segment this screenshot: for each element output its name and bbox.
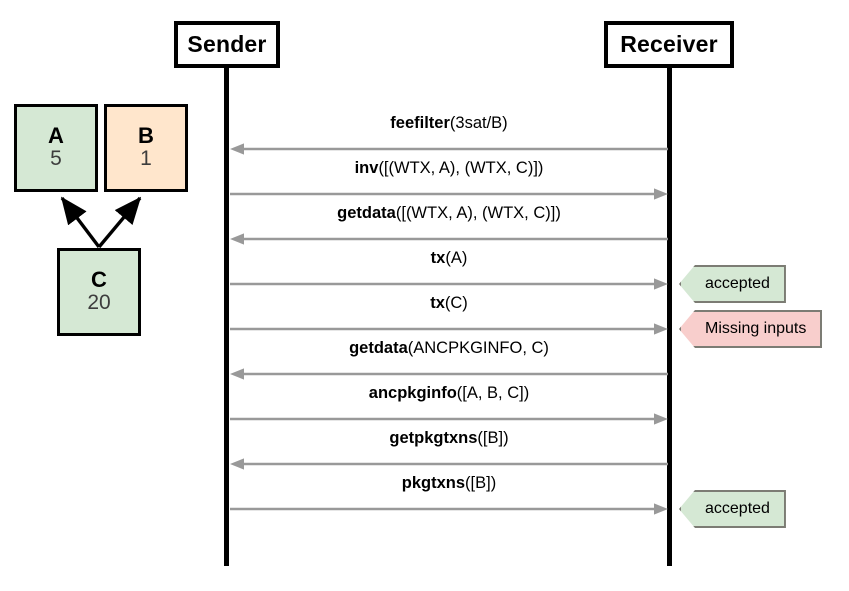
message-row-getdata: getdata(ANCPKGINFO, C): [230, 339, 668, 384]
message-arrow-getdata: [230, 367, 668, 381]
message-arrow-getpkgtxns: [230, 457, 668, 471]
message-label-getdata: getdata([(WTX, A), (WTX, C)]): [337, 204, 561, 222]
message-arrow-feefilter: [230, 142, 668, 156]
message-arrow-ancpkginfo: [230, 412, 668, 426]
transaction-node-a-name: A: [48, 123, 64, 149]
lifeline-sender: [224, 68, 229, 566]
status-badge-label: Missing inputs: [705, 320, 807, 337]
message-label-feefilter: feefilter(3sat/B): [390, 114, 508, 132]
message-label-ancpkginfo: ancpkginfo([A, B, C]): [368, 384, 530, 402]
status-badge-accepted: accepted: [679, 490, 786, 528]
status-badge-label: accepted: [705, 275, 770, 292]
transaction-node-a-value: 5: [50, 147, 62, 171]
transaction-node-b: B 1: [104, 104, 188, 192]
message-row-pkgtxns: pkgtxns([B]): [230, 474, 668, 519]
message-row-inv: inv([(WTX, A), (WTX, C)]): [230, 159, 668, 204]
message-row-feefilter: feefilter(3sat/B): [230, 114, 668, 159]
message-row-tx: tx(A): [230, 249, 668, 294]
actor-receiver-label: Receiver: [620, 31, 718, 57]
message-label-getdata: getdata(ANCPKGINFO, C): [349, 339, 549, 357]
message-label-inv: inv([(WTX, A), (WTX, C)]): [354, 159, 544, 177]
actor-sender: Sender: [174, 21, 280, 68]
transaction-node-b-value: 1: [140, 147, 152, 171]
transaction-node-a: A 5: [14, 104, 98, 192]
message-label-tx: tx(A): [430, 249, 468, 267]
message-row-getpkgtxns: getpkgtxns([B]): [230, 429, 668, 474]
lifeline-receiver: [667, 68, 672, 566]
actor-receiver: Receiver: [604, 21, 734, 68]
message-label-getpkgtxns: getpkgtxns([B]): [389, 429, 509, 447]
status-badge-accepted: accepted: [679, 265, 786, 303]
message-row-ancpkginfo: ancpkginfo([A, B, C]): [230, 384, 668, 429]
message-row-getdata: getdata([(WTX, A), (WTX, C)]): [230, 204, 668, 249]
message-arrow-getdata: [230, 232, 668, 246]
transaction-node-c: C 20: [57, 248, 141, 336]
message-arrow-tx: [230, 322, 668, 336]
transaction-node-c-name: C: [91, 267, 107, 293]
message-arrow-inv: [230, 187, 668, 201]
transaction-node-c-value: 20: [87, 291, 111, 315]
message-arrow-pkgtxns: [230, 502, 668, 516]
message-arrow-tx: [230, 277, 668, 291]
status-badge-label: accepted: [705, 500, 770, 517]
actor-sender-label: Sender: [187, 31, 267, 57]
transaction-node-b-name: B: [138, 123, 154, 149]
status-badge-rejected: Missing inputs: [679, 310, 823, 348]
message-label-tx: tx(C): [430, 294, 468, 312]
message-row-tx: tx(C): [230, 294, 668, 339]
message-label-pkgtxns: pkgtxns([B]): [401, 474, 497, 492]
